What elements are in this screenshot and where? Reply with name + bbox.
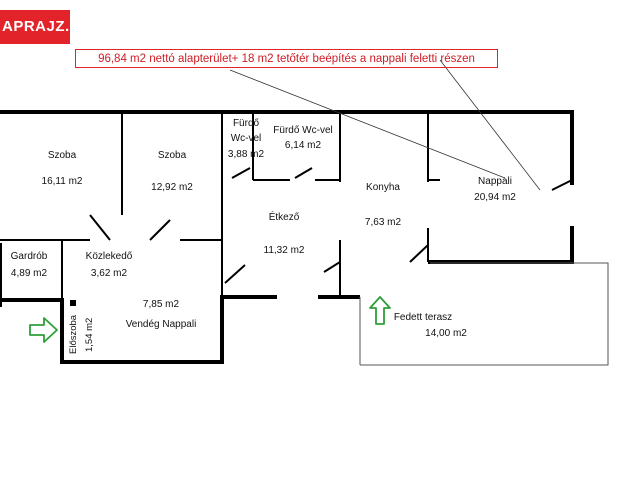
room-area-gardrob: 4,89 m2 <box>10 268 48 279</box>
room-area-szoba-2: 12,92 m2 <box>151 182 193 193</box>
room-area-furdo: 3,88 m2 <box>227 149 265 160</box>
partitions <box>0 112 573 300</box>
room-area-vendeg-nappali: 7,85 m2 <box>142 299 180 310</box>
annotation-lines <box>229 59 541 191</box>
wall-marker <box>70 300 76 306</box>
area-note-banner: 96,84 m2 nettó alapterület+ 18 m2 tetőté… <box>75 49 498 68</box>
room-name-szoba-1: Szoba <box>47 150 77 161</box>
room-area-etkezo: 11,32 m2 <box>263 245 305 256</box>
room-name-furdo-line2: Wc-vel <box>230 133 262 144</box>
room-area-konyha: 7,63 m2 <box>364 217 402 228</box>
room-name-furdo-line1: Fürdő <box>232 118 260 129</box>
room-area-furdo-2: 6,14 m2 <box>284 140 322 151</box>
terrace-outline <box>359 262 609 366</box>
room-area-kozlekedo: 3,62 m2 <box>90 268 128 279</box>
room-area-eloszoba: 1,54 m2 <box>84 317 95 352</box>
room-area-nappali: 20,94 m2 <box>474 192 516 203</box>
room-name-furdo-2: Fürdő Wc-vel <box>273 125 333 136</box>
room-name-nappali: Nappali <box>478 176 512 187</box>
room-name-etkezo: Étkező <box>268 212 300 223</box>
entrance-arrows <box>29 296 391 343</box>
arrow-up-icon <box>369 296 391 325</box>
room-name-fedett-terasz: Fedett terasz <box>393 312 453 323</box>
room-name-kozlekedo: Közlekedő <box>85 251 133 262</box>
room-name-konyha: Konyha <box>366 182 400 193</box>
room-name-eloszoba: Előszoba <box>68 314 79 354</box>
room-name-szoba-2: Szoba <box>157 150 187 161</box>
room-name-gardrob: Gardrób <box>10 251 48 262</box>
arrow-right-icon <box>29 317 58 343</box>
logo: APRAJZ. <box>0 10 70 44</box>
room-area-fedett-terasz: 14,00 m2 <box>425 328 467 339</box>
room-name-vendeg-nappali: Vendég Nappali <box>125 319 197 330</box>
room-area-szoba-1: 16,11 m2 <box>41 176 83 187</box>
